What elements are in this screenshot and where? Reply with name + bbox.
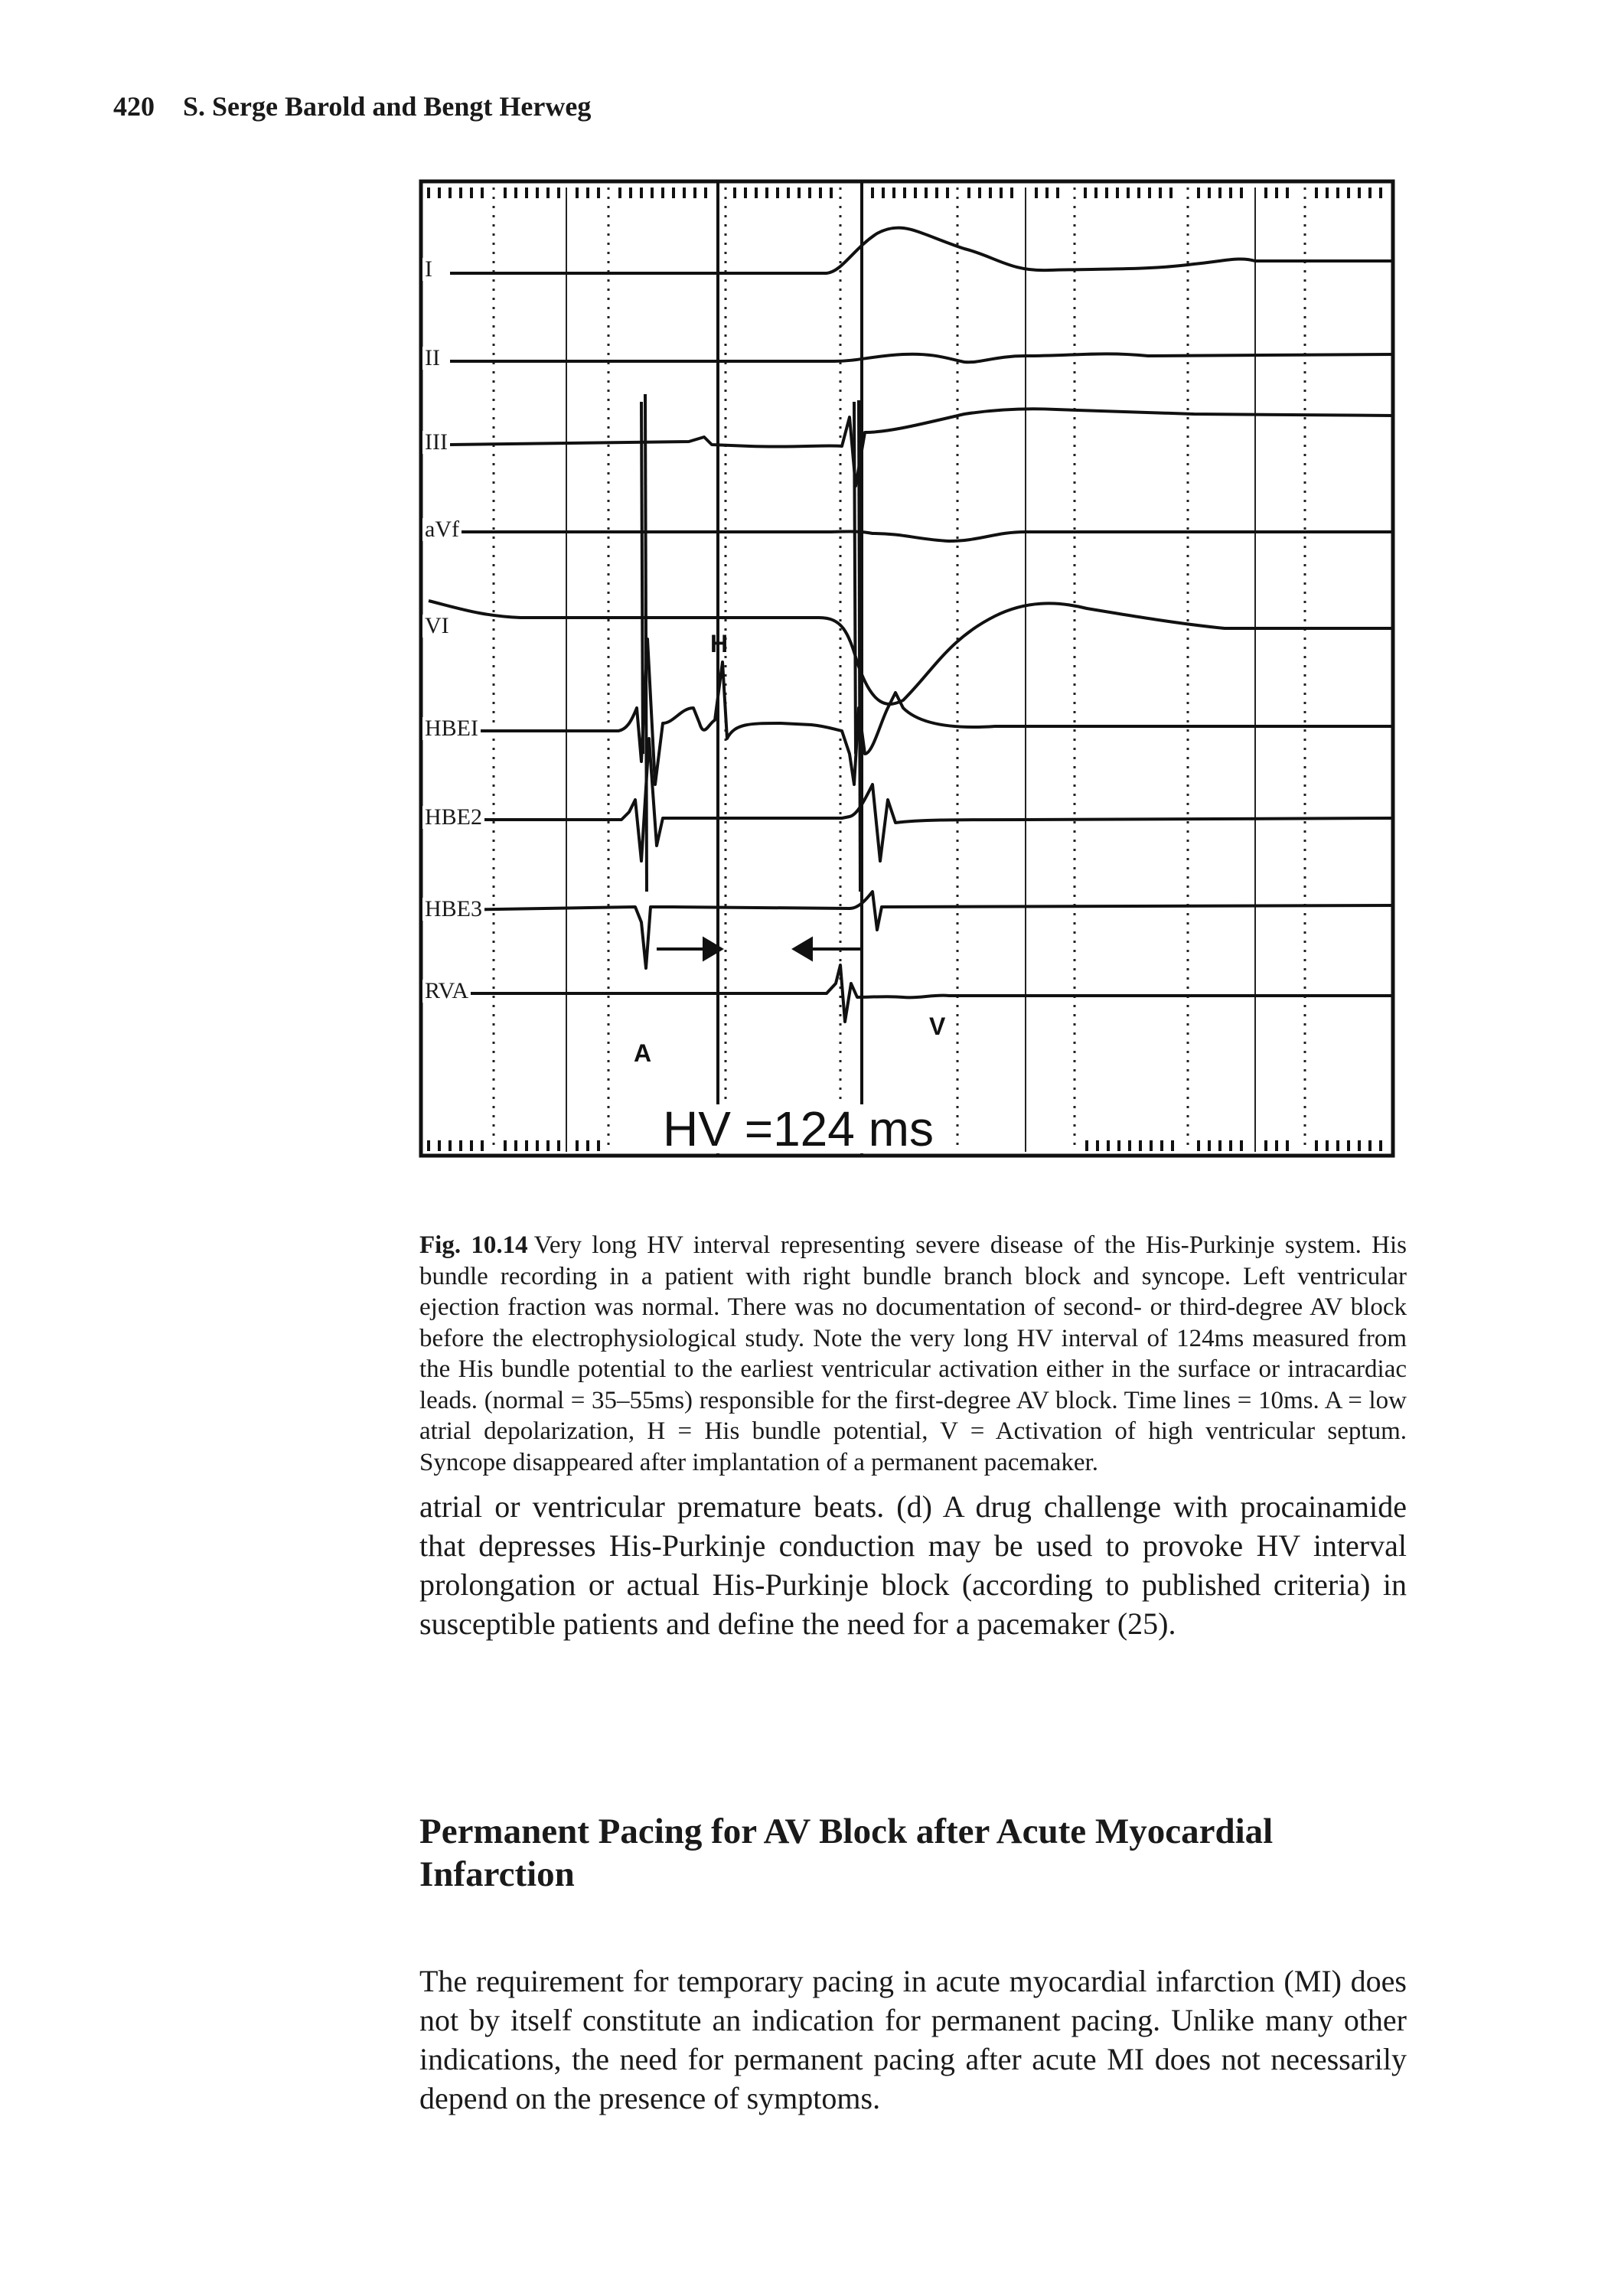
- lead-label-HBE2: HBE2: [422, 806, 484, 829]
- ecg-tracing-graphic: [419, 179, 1395, 1158]
- lead-label-II: II: [422, 347, 442, 370]
- figure-caption-text: Very long HV interval representing sever…: [419, 1231, 1407, 1476]
- section-heading: Permanent Pacing for AV Block after Acut…: [419, 1812, 1274, 1894]
- figure-caption-label: Fig. 10.14: [419, 1231, 528, 1259]
- body-paragraph-2: The requirement for temporary pacing in …: [419, 1964, 1407, 2115]
- hv-interval-label: HV =124 ms: [657, 1104, 940, 1153]
- running-head-authors: S. Serge Barold and Bengt Herweg: [183, 91, 592, 122]
- lead-label-VI: VI: [422, 615, 452, 638]
- marker-h: H: [710, 630, 729, 657]
- lead-label-RVA: RVA: [422, 980, 471, 1003]
- running-head: 420 S. Serge Barold and Bengt Herweg: [113, 90, 591, 122]
- lead-label-aVf: aVf: [422, 518, 462, 541]
- marker-v: V: [929, 1013, 946, 1040]
- lead-label-III: III: [422, 431, 450, 454]
- page-number: 420: [113, 91, 155, 122]
- lead-label-HBE3: HBE3: [422, 898, 484, 921]
- marker-a: A: [634, 1039, 652, 1067]
- lead-label-HBEI: HBEI: [422, 717, 481, 740]
- body-paragraph-1: atrial or ventricular premature beats. (…: [419, 1489, 1407, 1641]
- lead-label-I: I: [422, 258, 435, 281]
- ecg-figure: I II III aVf VI HBEI HBE2 HBE3 RVA A H V…: [413, 172, 1401, 1167]
